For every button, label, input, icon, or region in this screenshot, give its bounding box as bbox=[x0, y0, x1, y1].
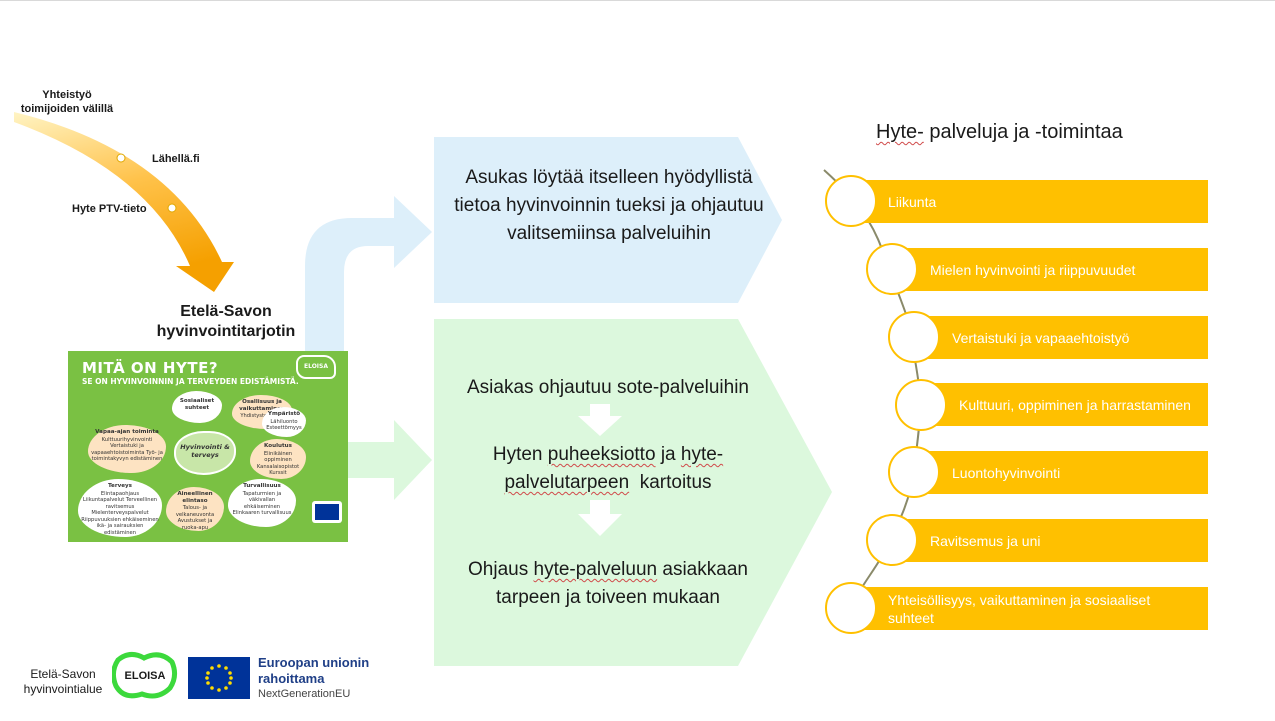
poster-logo: ELOISA bbox=[296, 355, 336, 379]
poster-title: MITÄ ON HYTE? bbox=[82, 359, 219, 377]
eu-funding-text: Euroopan unionin rahoittama bbox=[258, 655, 370, 686]
timeline-node bbox=[825, 582, 877, 634]
top-divider bbox=[0, 0, 1275, 1]
label-ptv: Hyte PTV-tieto bbox=[72, 203, 147, 215]
blue-box-text: Asukas löytää itselleen hyödyllistä tiet… bbox=[454, 167, 764, 244]
eu-flag-icon bbox=[188, 657, 250, 699]
green-box bbox=[434, 319, 832, 666]
poster-subtitle: SE ON HYVINVOINNIN JA TERVEYDEN EDISTÄMI… bbox=[82, 377, 299, 386]
timeline-node bbox=[895, 379, 947, 431]
platform-label: Etelä-Savon hyvinvointitarjotin bbox=[156, 303, 296, 340]
service-item: Liikunta bbox=[852, 180, 1208, 223]
service-item: Ravitsemus ja uni bbox=[892, 519, 1208, 562]
label-lahella: Lähellä.fi bbox=[152, 153, 200, 165]
services-title: Hyte- palveluja ja -toimintaa bbox=[876, 121, 1123, 143]
footer-region-name: Etelä-Savon hyvinvointialue bbox=[23, 667, 103, 696]
channel-dot-ptv bbox=[167, 203, 177, 213]
hyte-poster: MITÄ ON HYTE? SE ON HYVINVOINNIN JA TERV… bbox=[68, 351, 348, 542]
timeline-node bbox=[888, 446, 940, 498]
service-item: Luontohyvinvointi bbox=[914, 451, 1208, 494]
service-item: Yhteisöllisyys, vaikuttaminen ja sosiaal… bbox=[852, 587, 1208, 630]
eloisa-logo: ELOISA bbox=[112, 652, 178, 699]
green-step-3: Ohjaus hyte-palveluun asiakkaan tarpeen … bbox=[468, 559, 748, 608]
green-step-2: Hyten puheeksiotto ja hyte- palvelutarpe… bbox=[492, 444, 724, 493]
timeline-node bbox=[866, 243, 918, 295]
blue-box bbox=[434, 137, 782, 303]
poster-center: Hyvinvointi & terveys bbox=[174, 431, 236, 475]
poster-eu-logo bbox=[312, 501, 342, 523]
service-item: Kulttuuri, oppiminen ja harrastaminen bbox=[920, 383, 1208, 426]
blue-connector-arrow bbox=[305, 196, 432, 352]
curved-arrow bbox=[14, 112, 234, 292]
service-item: Mielen hyvinvointi ja riippuvuudet bbox=[892, 248, 1208, 291]
green-connector-arrow bbox=[348, 420, 432, 500]
topic-blob: Sosiaaliset suhteet bbox=[172, 391, 222, 423]
timeline-node bbox=[888, 311, 940, 363]
eu-nextgen-text: NextGenerationEU bbox=[258, 688, 351, 700]
timeline-node bbox=[866, 514, 918, 566]
timeline-node bbox=[825, 175, 877, 227]
down-arrow-2 bbox=[578, 500, 622, 536]
down-arrow-1 bbox=[578, 404, 622, 436]
label-cooperation: Yhteistyö toimijoiden välillä bbox=[20, 89, 114, 115]
green-step-1: Asiakas ohjautuu sote-palveluihin bbox=[466, 377, 749, 398]
service-item: Vertaistuki ja vapaaehtoistyö bbox=[914, 316, 1208, 359]
channel-dot-lahella bbox=[116, 153, 126, 163]
eloisa-logo-text: ELOISA bbox=[125, 670, 166, 682]
